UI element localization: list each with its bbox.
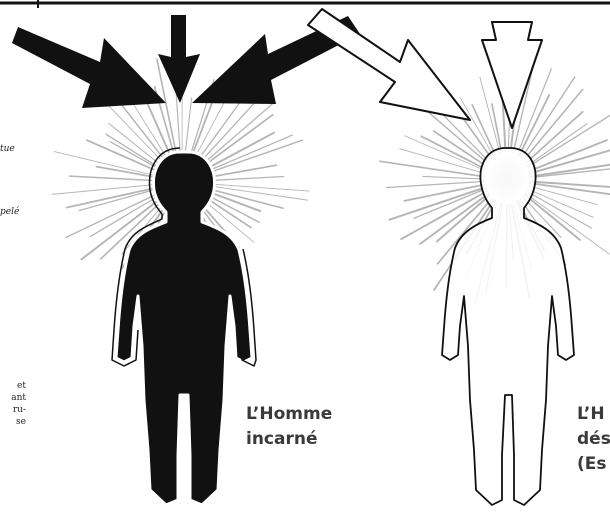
label-homme-incarne: L’Homme incarné (246, 402, 332, 452)
light-ray (176, 93, 180, 160)
label-desincarne-line3: (Es (577, 452, 610, 477)
margin-text-fragment-2: pelé (0, 206, 19, 218)
margin-text-line: et (0, 380, 26, 392)
light-ray (526, 112, 610, 169)
light-ray (199, 102, 275, 168)
light-ray (527, 189, 593, 218)
light-ray (67, 187, 161, 208)
figure-desincarne-outline (442, 148, 574, 505)
label-incarne-line1: L’Homme (246, 402, 332, 427)
light-ray (70, 176, 160, 181)
figure-desincarne (442, 148, 574, 505)
margin-text-line: ant (0, 392, 26, 404)
arrow-white-vertical (482, 22, 542, 128)
light-ray (100, 97, 166, 166)
light-ray (202, 135, 292, 173)
margin-text-line: ru- (0, 404, 26, 416)
margin-text-fragment-1: tue (0, 143, 15, 155)
label-desincarne-line1: L’H (577, 402, 610, 427)
incoming-arrows-right (308, 9, 542, 128)
arrow-left-diagonal (12, 27, 166, 108)
label-incarne-line2: incarné (246, 427, 332, 452)
light-ray (528, 186, 597, 205)
figure-incarne-silhouette (116, 152, 252, 505)
margin-text-line: se (0, 416, 26, 428)
light-ray (54, 152, 160, 177)
arrow-white-diagonal (308, 9, 470, 120)
margin-text-fragment-3: et ant ru- se (0, 380, 26, 428)
incoming-arrows-left (12, 15, 360, 108)
light-ray (389, 187, 486, 220)
light-ray (423, 176, 485, 179)
label-homme-desincarne: L’H dés (Es (577, 402, 610, 477)
arrow-top-vertical (158, 15, 200, 103)
label-desincarne-line2: dés (577, 427, 610, 452)
light-ray (529, 167, 610, 178)
light-ray (434, 131, 489, 168)
